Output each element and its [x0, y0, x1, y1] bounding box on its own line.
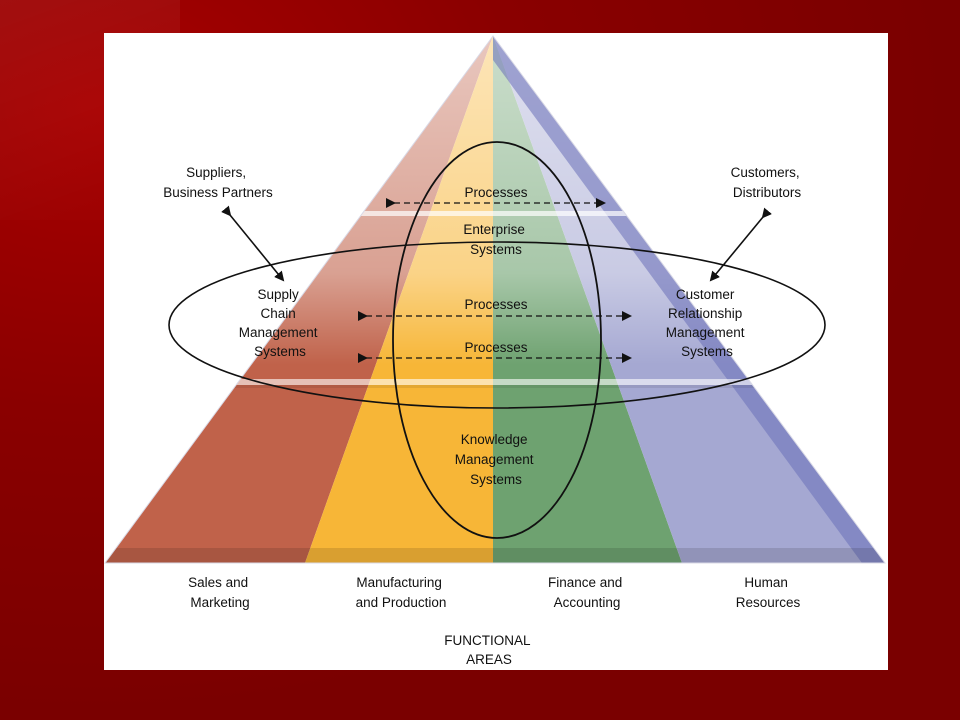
- knowledge-management-label: Knowledge Management Systems: [455, 432, 538, 487]
- separator-lower: [105, 379, 885, 385]
- separator-upper: [105, 211, 885, 216]
- supply-chain-label: Supply Chain Management Systems: [239, 287, 322, 359]
- pyramid-outline: [104, 35, 886, 564]
- supplier-arrow: [221, 205, 285, 282]
- functional-area-manufacturing-label: Manufacturing and Production: [356, 575, 447, 610]
- processes-low-label: Processes: [464, 340, 527, 355]
- functional-areas-title: FUNCTIONAL AREAS: [444, 633, 534, 667]
- functional-area-finance-label: Finance and Accounting: [548, 575, 626, 610]
- functional-area-sales-label: Sales and Marketing: [188, 575, 252, 610]
- crm-label: Customer Relationship Management Systems: [666, 287, 749, 359]
- separator-lower-shadow: [105, 385, 885, 388]
- enterprise-systems-label: Enterprise Systems: [463, 222, 528, 257]
- suppliers-label: Suppliers, Business Partners: [163, 165, 273, 200]
- vertical-ellipse: [392, 141, 602, 539]
- horizontal-ellipse: [168, 241, 826, 409]
- pyramid-base-band: [105, 548, 885, 563]
- customer-arrow: [709, 207, 772, 282]
- functional-area-hr-label: Human Resources: [736, 575, 801, 610]
- processes-top-label: Processes: [464, 185, 527, 200]
- processes-mid-label: Processes: [464, 297, 527, 312]
- customers-label: Customers, Distributors: [731, 165, 804, 200]
